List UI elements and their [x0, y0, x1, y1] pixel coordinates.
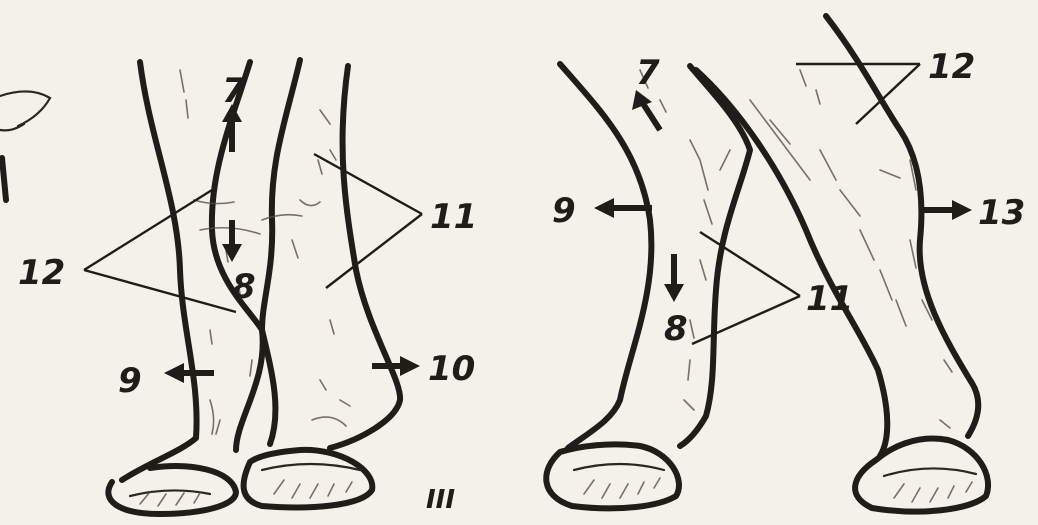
label-12-side: 12 — [928, 47, 975, 87]
label-9-front: 9 — [118, 361, 142, 401]
labels: 7 8 9 10 11 12 7 8 9 11 12 13 III — [18, 47, 1025, 515]
label-13: 13 — [978, 193, 1025, 233]
label-9-side: 9 — [552, 191, 576, 231]
partial-left-sketch — [0, 91, 50, 200]
label-8-front: 8 — [232, 267, 256, 307]
panel-label: III — [426, 485, 455, 515]
label-7-side: 7 — [636, 53, 660, 93]
label-11-side: 11 — [806, 279, 853, 319]
label-11-front: 11 — [430, 197, 477, 237]
side-view-markers — [594, 64, 972, 344]
label-8-side: 8 — [664, 309, 688, 349]
side-view-legs — [546, 16, 988, 512]
label-12-front: 12 — [18, 253, 65, 293]
front-view-markers — [84, 104, 422, 383]
label-7-front: 7 — [222, 71, 246, 111]
label-10: 10 — [428, 349, 475, 389]
